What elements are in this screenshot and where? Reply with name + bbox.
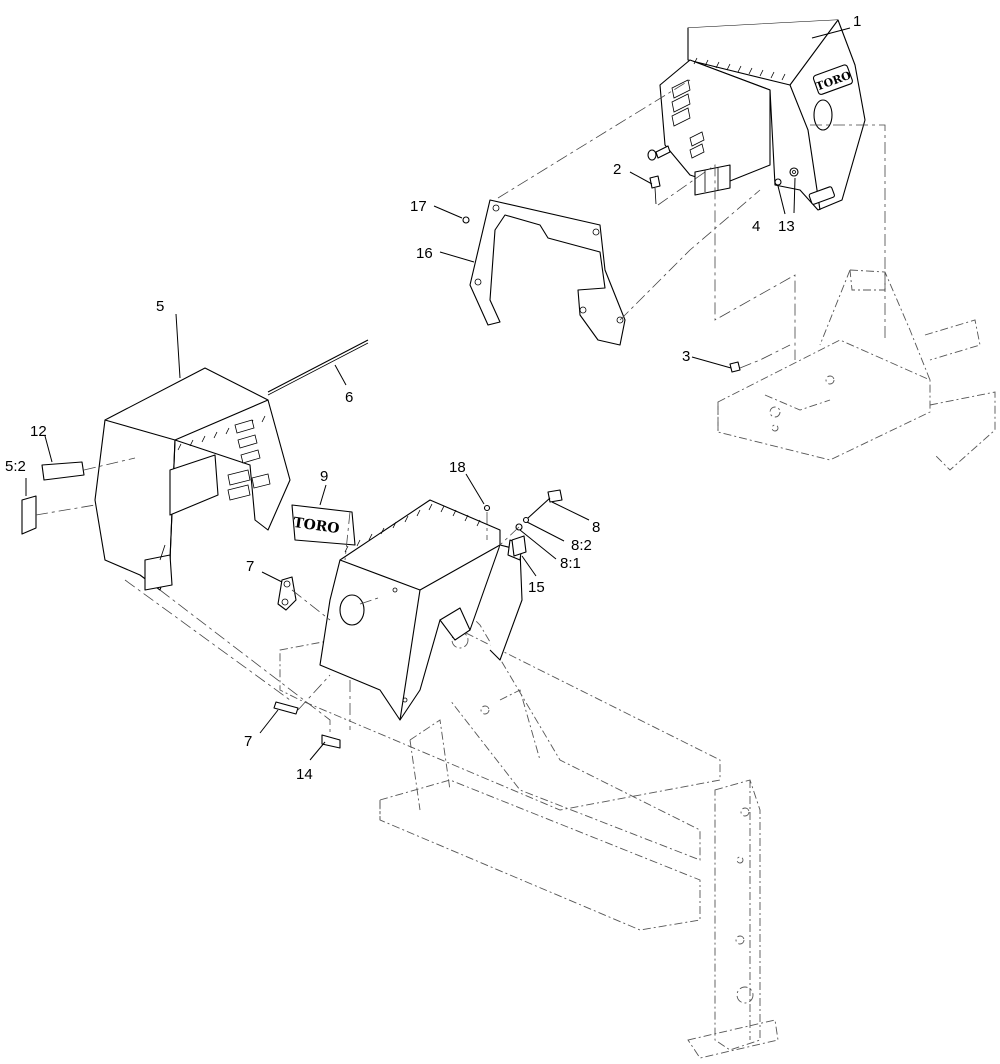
callout-labels: 1 2 3 4 5 5:2 6 7 7 8 8:2 8:1 9 12 13 14… <box>5 13 861 783</box>
callout-8-2: 8:2 <box>571 537 592 554</box>
part-15-bracket <box>511 535 527 557</box>
part-8-knob-bolt <box>527 489 563 519</box>
callout-16: 16 <box>416 245 433 262</box>
part-7-latch-upper <box>277 576 297 611</box>
callout-8-1: 8:1 <box>560 555 581 572</box>
part-7-latch-lower <box>273 701 299 715</box>
callout-5: 5 <box>156 298 164 315</box>
part-5-2-decal <box>21 495 37 535</box>
part-1-shroud: TORO <box>659 19 866 211</box>
callout-2: 2 <box>613 161 621 178</box>
part-14-plate <box>321 734 341 749</box>
part-5-cover <box>94 367 291 591</box>
lower-housing <box>319 499 523 721</box>
callout-4: 4 <box>752 218 760 235</box>
callout-3: 3 <box>682 348 690 365</box>
part-17-screw <box>462 216 470 224</box>
washer-upper <box>647 145 671 161</box>
callout-6: 6 <box>345 389 353 406</box>
toro-logo-side <box>808 186 835 205</box>
upper-frame-ghost <box>717 269 996 471</box>
callout-12: 12 <box>30 423 47 440</box>
callout-18: 18 <box>449 459 466 476</box>
part-18-screw <box>483 504 491 512</box>
part-8-2-washer <box>522 516 530 524</box>
callout-17: 17 <box>410 198 427 215</box>
callout-5-2: 5:2 <box>5 458 26 475</box>
callout-leaders <box>25 27 851 761</box>
callout-7-lower: 7 <box>244 733 252 750</box>
callout-8: 8 <box>592 519 600 536</box>
callout-7-upper: 7 <box>246 558 254 575</box>
assembly-lines <box>35 79 886 735</box>
part-9-logo-decal: TORO <box>291 504 356 546</box>
part-16-plate <box>469 199 626 346</box>
part-2-bolt <box>649 175 661 205</box>
part-13-washer <box>789 167 799 177</box>
part-12-decal <box>41 461 85 481</box>
lower-frame-ghost <box>279 604 779 1059</box>
part-4-nut <box>774 178 782 186</box>
callout-14: 14 <box>296 766 313 783</box>
callout-15: 15 <box>528 579 545 596</box>
svg-text:TORO: TORO <box>292 515 340 537</box>
part-3-nut <box>729 361 741 373</box>
callout-9: 9 <box>320 468 328 485</box>
callout-13: 13 <box>778 218 795 235</box>
part-6-rod <box>267 339 369 396</box>
callout-1: 1 <box>853 13 861 30</box>
